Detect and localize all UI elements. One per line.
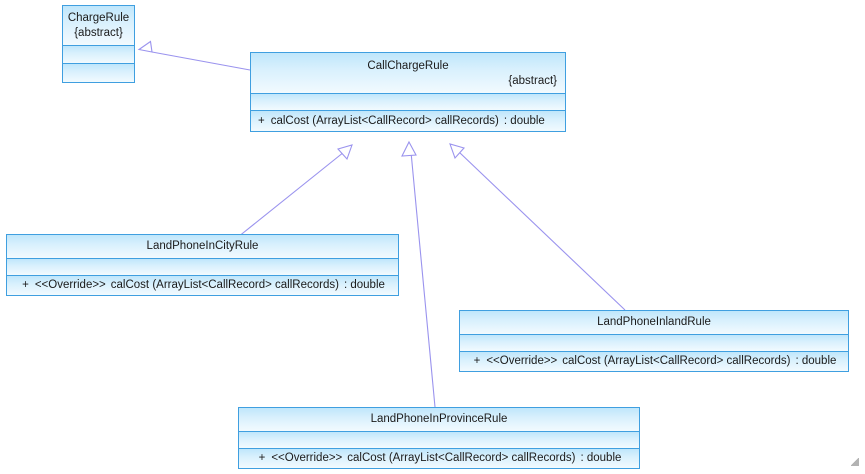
operation-separator: :: [503, 114, 508, 127]
operation-signature: calCost (ArrayList<CallRecord> callRecor…: [110, 279, 339, 291]
operation-visibility: +: [22, 279, 29, 291]
class-attributes-compartment: [63, 46, 134, 64]
operation-separator: :: [343, 279, 348, 291]
generalization-arrowhead: [137, 40, 153, 53]
class-name-label: ChargeRule: [67, 11, 130, 24]
class-attributes-compartment: [251, 94, 565, 111]
class-name-label: LandPhoneInProvinceRule: [370, 413, 508, 425]
operation-return-type: double: [801, 355, 837, 367]
operation-signature: calCost (ArrayList<CallRecord> callRecor…: [270, 114, 499, 127]
class-operations-compartment: + <<Override>> calCost (ArrayList<CallReco…: [460, 352, 848, 371]
class-name-compartment: CallChargeRule {abstract}: [251, 53, 565, 94]
operation-signature: calCost (ArrayList<CallRecord> callRecor…: [562, 355, 791, 367]
class-operations-compartment: + calCost (ArrayList<CallRecord> callReco…: [251, 111, 565, 131]
operation-stereotype: <<Override>>: [486, 355, 558, 367]
operation-row: + calCost (ArrayList<CallRecord> callReco…: [258, 114, 545, 129]
generalization-arrowhead: [449, 143, 465, 160]
operation-stereotype: <<Override>>: [271, 452, 343, 464]
class-name-compartment: LandPhoneInProvinceRule: [239, 408, 639, 432]
operation-return-type: double: [586, 452, 622, 464]
class-name-label: LandPhoneInlandRule: [597, 316, 711, 328]
operation-separator: :: [795, 355, 799, 367]
operation-separator: :: [580, 452, 584, 464]
edge-landphoneincityrule-to-callchargerule: [237, 144, 353, 238]
class-abstract-tag: {abstract}: [74, 26, 123, 39]
edge-landphoneinprovincerule-to-callchargerule: [401, 140, 436, 408]
operation-row: + <<Override>> calCost (ArrayList<CallReco…: [259, 451, 622, 466]
operation-return-type: double: [350, 279, 385, 291]
operation-visibility: +: [473, 355, 481, 367]
class-box-land-phone-in-province-rule[interactable]: LandPhoneInProvinceRule + <<Override>> cal…: [238, 407, 640, 469]
class-name-label: LandPhoneInCityRule: [146, 240, 259, 252]
class-operations-compartment: + <<Override>> calCost (ArrayList<CallReco…: [239, 449, 639, 468]
class-attributes-compartment: [7, 259, 398, 276]
class-box-call-charge-rule[interactable]: CallChargeRule {abstract} + calCost (Arra…: [250, 52, 566, 132]
class-name-compartment: ChargeRule {abstract}: [63, 6, 134, 46]
resize-handle-icon[interactable]: [851, 458, 859, 466]
operation-row: + <<Override>> calCost (ArrayList<CallReco…: [474, 354, 837, 369]
operation-stereotype: <<Override>>: [34, 279, 106, 291]
class-abstract-tag: {abstract}: [508, 75, 557, 87]
class-box-land-phone-in-city-rule[interactable]: LandPhoneInCityRule + <<Override>> calCost…: [6, 234, 399, 296]
class-name-label: CallChargeRule: [367, 60, 449, 72]
generalization-arrowhead: [401, 140, 417, 157]
edge-landphoneinlandrule-to-callchargerule: [449, 143, 626, 311]
edge-callchargerule-to-chargerule: [137, 40, 251, 71]
operation-row: + <<Override>> calCost (ArrayList<CallReco…: [22, 278, 385, 293]
operation-signature: calCost (ArrayList<CallRecord> callRecor…: [347, 452, 576, 464]
generalization-arrowhead: [337, 144, 353, 161]
class-name-compartment: LandPhoneInlandRule: [460, 311, 848, 335]
class-attributes-compartment: [460, 335, 848, 352]
class-operations-compartment: [63, 64, 134, 82]
class-name-compartment: LandPhoneInCityRule: [7, 235, 398, 259]
class-box-land-phone-inland-rule[interactable]: LandPhoneInlandRule + <<Override>> calCost…: [459, 310, 849, 372]
class-box-charge-rule[interactable]: ChargeRule {abstract}: [62, 5, 135, 83]
class-attributes-compartment: [239, 432, 639, 449]
operation-visibility: +: [258, 114, 265, 127]
operation-return-type: double: [510, 114, 545, 127]
operation-visibility: +: [258, 452, 266, 464]
class-operations-compartment: + <<Override>> calCost (ArrayList<CallReco…: [7, 276, 398, 295]
